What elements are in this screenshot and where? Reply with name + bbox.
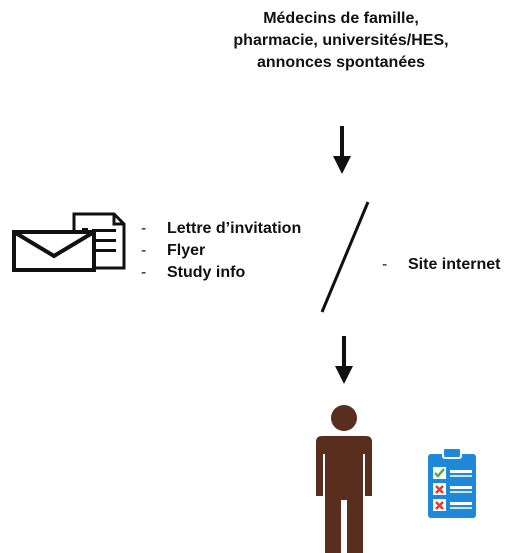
slash-divider	[320, 201, 370, 313]
arrow-down-icon	[335, 336, 353, 384]
recruitment-sources: Médecins de famille, pharmacie, universi…	[196, 8, 486, 74]
list-item: - Flyer	[141, 240, 301, 262]
website-label: Site internet	[408, 256, 501, 273]
bullet-dash: -	[141, 220, 147, 237]
arrow-down-icon	[333, 126, 351, 174]
list-item-label: Study info	[167, 264, 246, 281]
source-line-1: Médecins de famille,	[263, 10, 419, 27]
list-item-label: Lettre d’invitation	[167, 220, 302, 237]
bullet-dash: -	[141, 264, 147, 281]
channel-list-left: - Lettre d’invitation - Flyer - Study in…	[141, 218, 301, 284]
channel-website: - Site internet	[382, 256, 500, 274]
bullet-dash: -	[382, 256, 388, 273]
clipboard-checklist-icon	[428, 447, 476, 518]
bullet-dash: -	[141, 242, 147, 259]
source-line-2: pharmacie, universités/HES,	[233, 32, 449, 49]
mail-document-icon	[12, 212, 126, 272]
person-icon	[316, 405, 372, 553]
list-item: - Study info	[141, 262, 301, 284]
list-item-label: Flyer	[167, 242, 206, 259]
source-line-3: annonces spontanées	[256, 54, 426, 71]
list-item: - Lettre d’invitation	[141, 218, 301, 240]
